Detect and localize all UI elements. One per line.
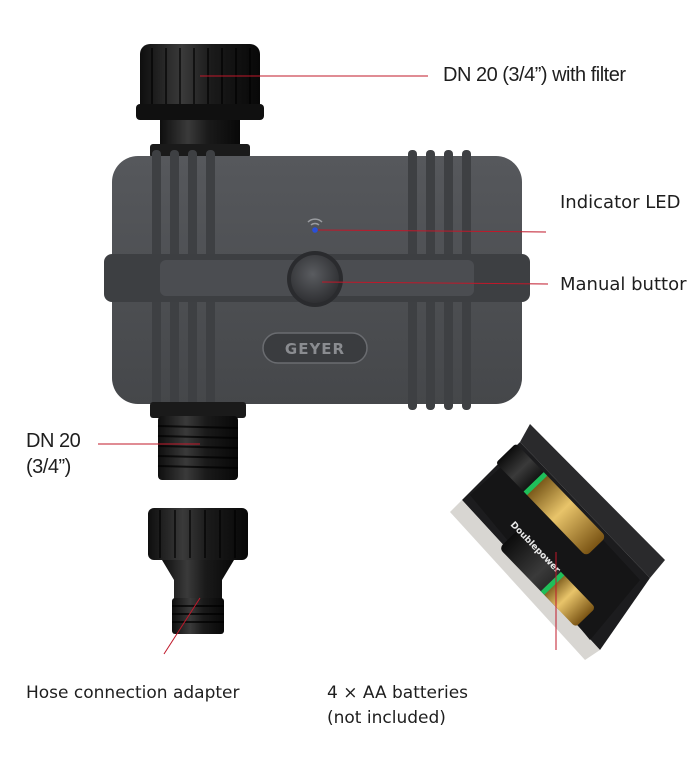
leader-lines bbox=[98, 75, 557, 655]
brand-logo: GEYER bbox=[285, 340, 345, 358]
hose-adapter bbox=[148, 508, 248, 634]
callout-batteries-line1: 4 × AA batteries bbox=[327, 683, 469, 703]
leader-button bbox=[321, 281, 549, 285]
callout-indicator-led: Indicator LED bbox=[560, 192, 681, 213]
indicator-led bbox=[312, 227, 318, 233]
battery-compartment: Doublepower bbox=[450, 424, 665, 660]
inlet-nut bbox=[136, 44, 264, 158]
timer-body: GEYER bbox=[104, 150, 530, 410]
callout-manual-button: Manual buttor bbox=[560, 274, 687, 295]
leader-led bbox=[317, 229, 547, 233]
callout-outlet-line1: DN 20 bbox=[26, 430, 81, 452]
callout-hose-adapter: Hose connection adapter bbox=[26, 683, 240, 703]
callout-outlet-line2: (3/4”) bbox=[26, 456, 71, 478]
wifi-icon bbox=[307, 218, 323, 226]
callout-batteries-line2: (not included) bbox=[327, 708, 446, 728]
outlet-thread bbox=[150, 402, 246, 480]
callout-inlet: DN 20 (3/4”) with filter bbox=[443, 64, 626, 86]
leader-adapter bbox=[163, 597, 201, 655]
